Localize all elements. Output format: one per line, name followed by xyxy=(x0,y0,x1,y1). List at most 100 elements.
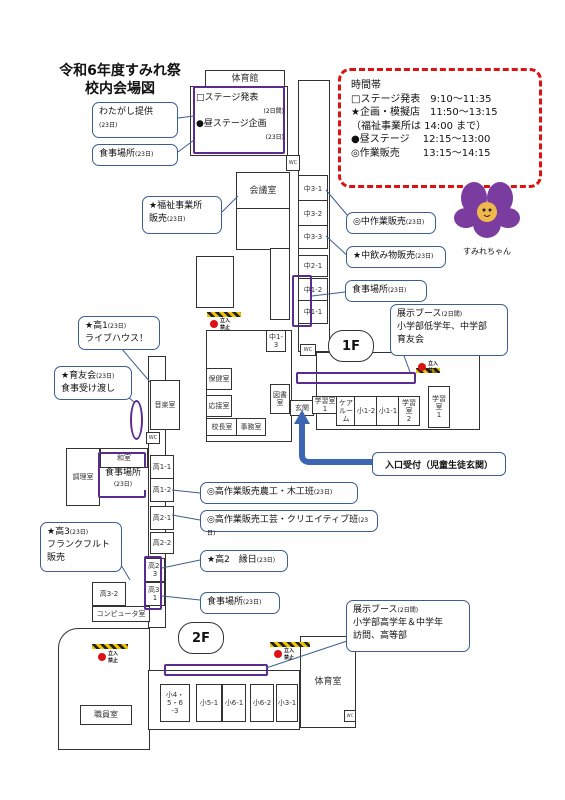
callout-food-top: 食事場所(23日) xyxy=(92,144,178,166)
ko1-tag: (23日) xyxy=(107,323,127,330)
no-entry-text: 立入 禁止 xyxy=(220,318,231,331)
ko3-tag: (23日) xyxy=(69,529,89,536)
room-gakushu2: 学習室 2 xyxy=(398,396,420,426)
wc-2: WC xyxy=(300,344,316,356)
room-gakushu3: 学習室 1 xyxy=(428,386,450,428)
food-left-label-box: 食事場所 (23日) xyxy=(100,468,146,490)
welfare-line2: 販売 xyxy=(149,214,168,224)
block-upper-left xyxy=(196,256,234,308)
callout-ko1: ★高1(23日) ライブハウス！ xyxy=(78,316,160,350)
callout-food-bottom: 食事場所(23日) xyxy=(200,592,280,614)
entrance-arrow xyxy=(299,420,372,465)
room-sho1-2: 小1-2 xyxy=(354,396,378,426)
exhibit1-tag: (2日間) xyxy=(441,311,463,318)
room-library: 図書室 xyxy=(270,384,290,414)
mascot-illustration xyxy=(454,182,520,238)
hazard-stripe-2 xyxy=(416,368,440,373)
room-gakushu1: 学習室 1 xyxy=(312,396,338,414)
room-ko2-1: 高2-1 xyxy=(150,506,174,530)
ko-sales1-label: ◎高作業販売農工・木工班 xyxy=(207,487,314,497)
ko-sales2-label: ◎高作業販売工芸・クリエイティブ班 xyxy=(207,515,359,525)
chu-drink-label: ★中飲み物販売 xyxy=(353,251,416,261)
no-entry-text: 立入 禁止 xyxy=(284,648,295,661)
room-ko3-2: 高3-2 xyxy=(92,582,126,606)
callout-ko3: ★高3(23日) フランクフルト 販売 xyxy=(40,522,122,572)
food-mid-tag: (23日) xyxy=(388,287,407,294)
ko3-line3: 販売 xyxy=(47,553,66,563)
callout-ko-sales2: ◎高作業販売工芸・クリエイティブ班(23日) xyxy=(200,510,378,537)
callout-ikuyu: ★育友会(23日) 食事受け渡し xyxy=(54,366,132,400)
ko-sales2-tag: (23日) xyxy=(207,517,369,537)
highlight-exhibit2 xyxy=(164,664,268,676)
room-sho3-1: 小3-1 xyxy=(276,684,298,722)
food-bottom-tag: (23日) xyxy=(243,599,262,606)
callout-ko-sales1: ◎高作業販売農工・木工班(23日) xyxy=(200,482,358,504)
food-bottom-label: 食事場所 xyxy=(207,597,244,607)
highlight-exhibit1 xyxy=(296,372,416,384)
exhibit2-line2: 小学部高学年＆中学年 xyxy=(353,618,444,628)
no-entry-icon xyxy=(98,653,106,661)
mascot-name: すみれちゃん xyxy=(463,247,511,256)
no-entry-text: 立入 禁止 xyxy=(428,361,439,374)
exhibit1-line1: 展示ブース xyxy=(397,309,442,319)
ko2-label: ★高2 縁日 xyxy=(207,555,257,565)
room-sho5-1: 小5-1 xyxy=(196,684,222,722)
entrance-arrowhead xyxy=(294,410,310,424)
highlight-stage xyxy=(193,86,285,154)
no-entry-sign-3: 立入 禁止 xyxy=(274,647,294,661)
room-ko1-1: 高1-1 xyxy=(150,455,174,479)
chu-drink-tag: (23日) xyxy=(415,253,434,260)
hazard-stripe-3 xyxy=(270,642,310,647)
schedule-row-3: ●昼ステージ 12:15～13:00 xyxy=(351,134,491,145)
no-entry-text: 立入 禁止 xyxy=(108,651,119,664)
mascot: すみれちゃん xyxy=(452,180,522,256)
highlight-food-mid xyxy=(292,275,312,327)
exhibit2-line1: 展示ブース xyxy=(353,605,398,615)
stage-callout: □ステージ発表 (2日間) ●昼ステージ企画 (23日) xyxy=(196,92,284,144)
exhibit2-line3: 訪問、高等部 xyxy=(353,631,408,641)
room-staff: 職員室 xyxy=(80,705,132,725)
room-office: 事務室 xyxy=(236,418,266,436)
schedule-row-0: □ステージ発表 9:10～11:35 xyxy=(351,93,492,105)
highlight-ikuyu xyxy=(130,400,143,440)
ikuyu-tag: (23日) xyxy=(96,373,115,380)
room-sho4: 小4・5・6 -3 xyxy=(160,684,190,722)
welfare-line1: ★福祉事業所 xyxy=(149,201,203,211)
room-health: 保健室 xyxy=(206,368,232,390)
food-top-label: 食事場所 xyxy=(99,149,136,159)
schedule-heading: 時間帯 xyxy=(351,80,381,91)
room-computer: コンピュータ室 xyxy=(92,606,150,622)
meeting-room: 会議室 xyxy=(236,172,290,210)
welfare-tag: (23日) xyxy=(167,216,186,223)
no-entry-sign-1: 立入 禁止 xyxy=(210,317,230,331)
wc-4: WC xyxy=(344,710,356,722)
room-chu2-1: 中2-1 xyxy=(298,255,328,277)
food-top-tag: (23日) xyxy=(135,151,154,158)
schedule-row-2: （福祉事業所は 14:00 まで） xyxy=(351,120,487,132)
room-music: 音楽室 xyxy=(150,380,180,430)
no-entry-icon xyxy=(418,363,426,371)
stage-tag2: (23日) xyxy=(265,134,284,141)
highlight-food-bottom xyxy=(144,556,162,610)
no-entry-sign-4: 立入 禁止 xyxy=(98,650,118,664)
callout-welfare: ★福祉事業所 販売(23日) xyxy=(142,196,222,234)
room-chu3-1: 中3-1 xyxy=(298,175,328,202)
room-reception: 応接室 xyxy=(206,395,232,417)
callout-watagashi: わたがし提供 (23日) xyxy=(92,102,178,138)
schedule-row-4: ◎作業販売 13:15～14:15 xyxy=(351,147,491,159)
watagashi-label: わたがし提供 xyxy=(99,107,154,117)
room-sho1-1: 小1-1 xyxy=(376,396,400,426)
corridor-mid xyxy=(270,248,290,320)
wc-1: WC xyxy=(286,155,300,171)
watagashi-tag: (23日) xyxy=(99,122,118,129)
schedule-box: 時間帯 □ステージ発表 9:10～11:35 ★企画・模擬店 11:50～13:… xyxy=(338,68,542,188)
food-mid-label: 食事場所 xyxy=(352,285,389,295)
ikuyu-line1: ★育友会 xyxy=(61,371,97,381)
ikuyu-line2: 食事受け渡し xyxy=(61,384,116,394)
room-sho6-2: 小6-2 xyxy=(250,684,274,722)
ko1-line2: ライブハウス！ xyxy=(85,334,149,344)
ko1-line1: ★高1 xyxy=(85,321,108,331)
no-entry-icon xyxy=(210,320,218,328)
ko2-tag: (23日) xyxy=(256,557,276,564)
floor-badge-2f: 2F xyxy=(178,622,224,654)
